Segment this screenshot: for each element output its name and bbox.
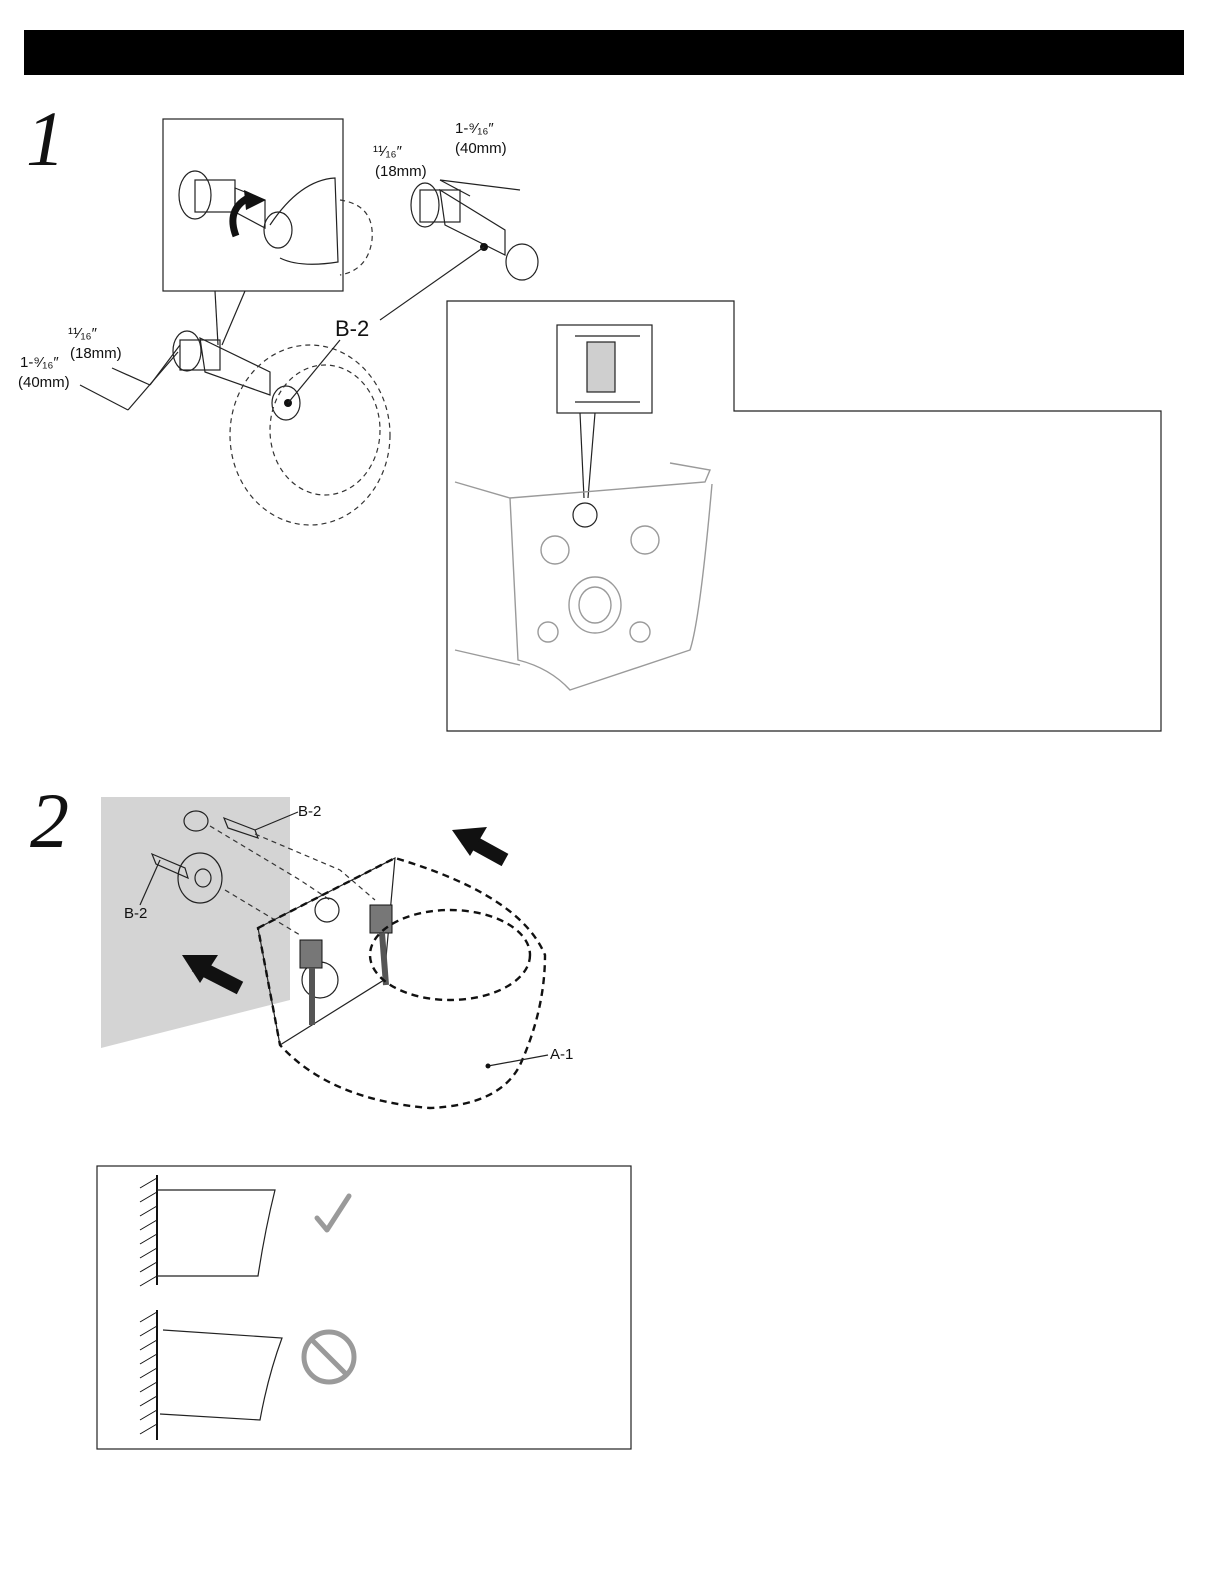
prohibited-icon — [300, 1328, 358, 1386]
wall — [101, 797, 290, 1048]
label-a1: A-1 — [550, 1046, 573, 1063]
label-b2-top: B-2 — [298, 803, 321, 820]
check-icon — [313, 1192, 353, 1236]
alignment-comparison-box — [97, 1166, 631, 1449]
label-b2-left: B-2 — [124, 905, 147, 922]
